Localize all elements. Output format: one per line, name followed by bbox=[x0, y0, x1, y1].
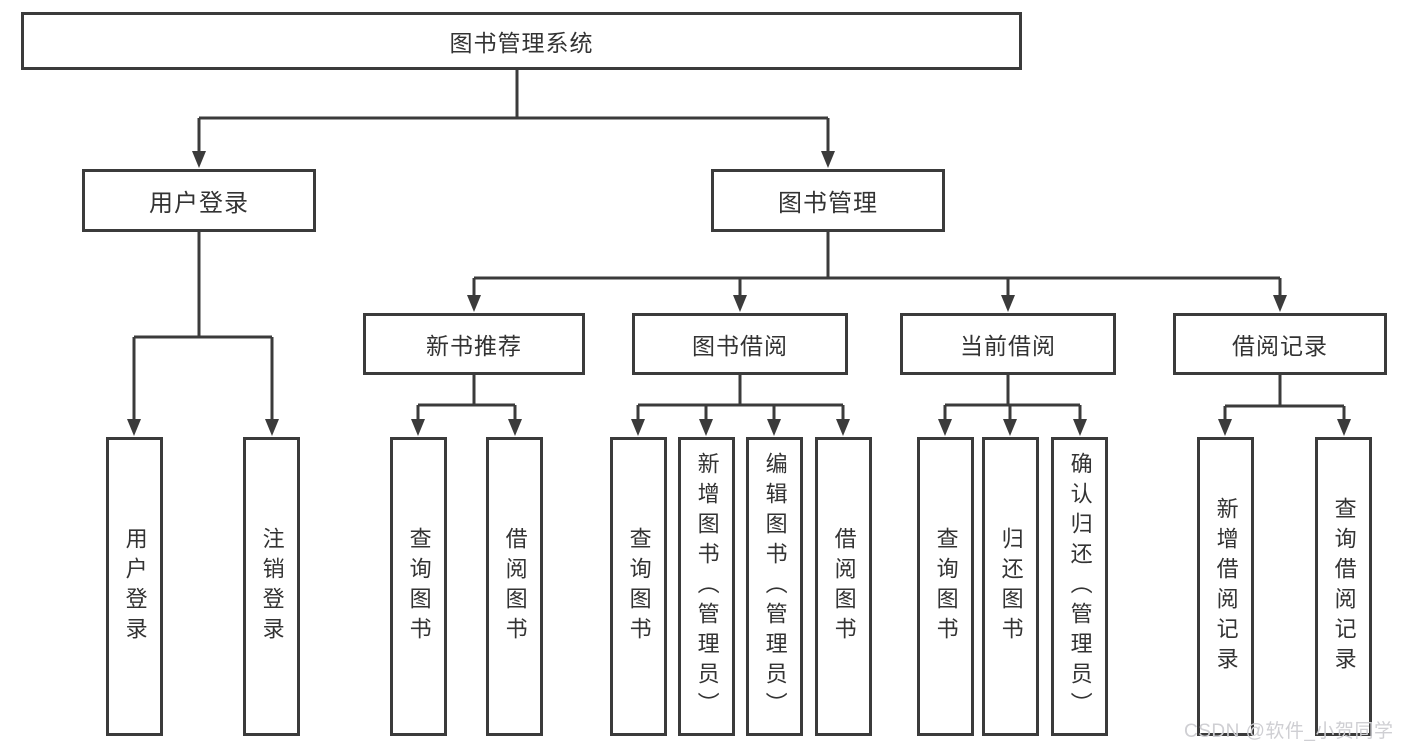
connector-book-management-to-level2 bbox=[472, 232, 1282, 295]
arrowheads bbox=[127, 151, 1351, 436]
leaf-user-login: 用户登录 bbox=[106, 437, 163, 736]
node-book-management-system: 图书管理系统 bbox=[21, 12, 1022, 70]
leaf-query-books-current: 查询图书 bbox=[917, 437, 974, 736]
leaf-query-books-borrowing: 查询图书 bbox=[610, 437, 667, 736]
leaf-logout-login: 注销登录 bbox=[243, 437, 300, 736]
leaf-query-books-recommend: 查询图书 bbox=[390, 437, 447, 736]
connector-current-borrowing-to-leaves bbox=[943, 375, 1082, 419]
csdn-watermark: CSDN @软件_小贺同学 bbox=[1184, 721, 1394, 742]
connector-new-book-recommend-to-leaves bbox=[416, 375, 517, 419]
connector-book-borrowing-to-leaves bbox=[636, 375, 845, 419]
node-borrowing-records: 借阅记录 bbox=[1173, 313, 1387, 375]
leaf-add-books-admin: 新增图书（管理员） bbox=[678, 437, 735, 736]
node-current-borrowing: 当前借阅 bbox=[900, 313, 1116, 375]
leaf-query-borrow-record: 查询借阅记录 bbox=[1315, 437, 1372, 736]
connector-root-to-level1 bbox=[197, 70, 830, 151]
connector-borrowing-records-to-leaves bbox=[1223, 375, 1346, 419]
connector-user-login-to-leaves bbox=[132, 232, 274, 419]
node-new-book-recommend: 新书推荐 bbox=[363, 313, 585, 375]
leaf-borrow-books-recommend: 借阅图书 bbox=[486, 437, 543, 736]
leaf-edit-books-admin: 编辑图书（管理员） bbox=[746, 437, 803, 736]
node-book-borrowing: 图书借阅 bbox=[632, 313, 848, 375]
leaf-add-borrow-record: 新增借阅记录 bbox=[1197, 437, 1254, 736]
leaf-borrow-books-borrowing: 借阅图书 bbox=[815, 437, 872, 736]
leaf-confirm-return-admin: 确认归还（管理员） bbox=[1051, 437, 1108, 736]
node-book-management: 图书管理 bbox=[711, 169, 945, 232]
leaf-return-books: 归还图书 bbox=[982, 437, 1039, 736]
node-user-login: 用户登录 bbox=[82, 169, 316, 232]
